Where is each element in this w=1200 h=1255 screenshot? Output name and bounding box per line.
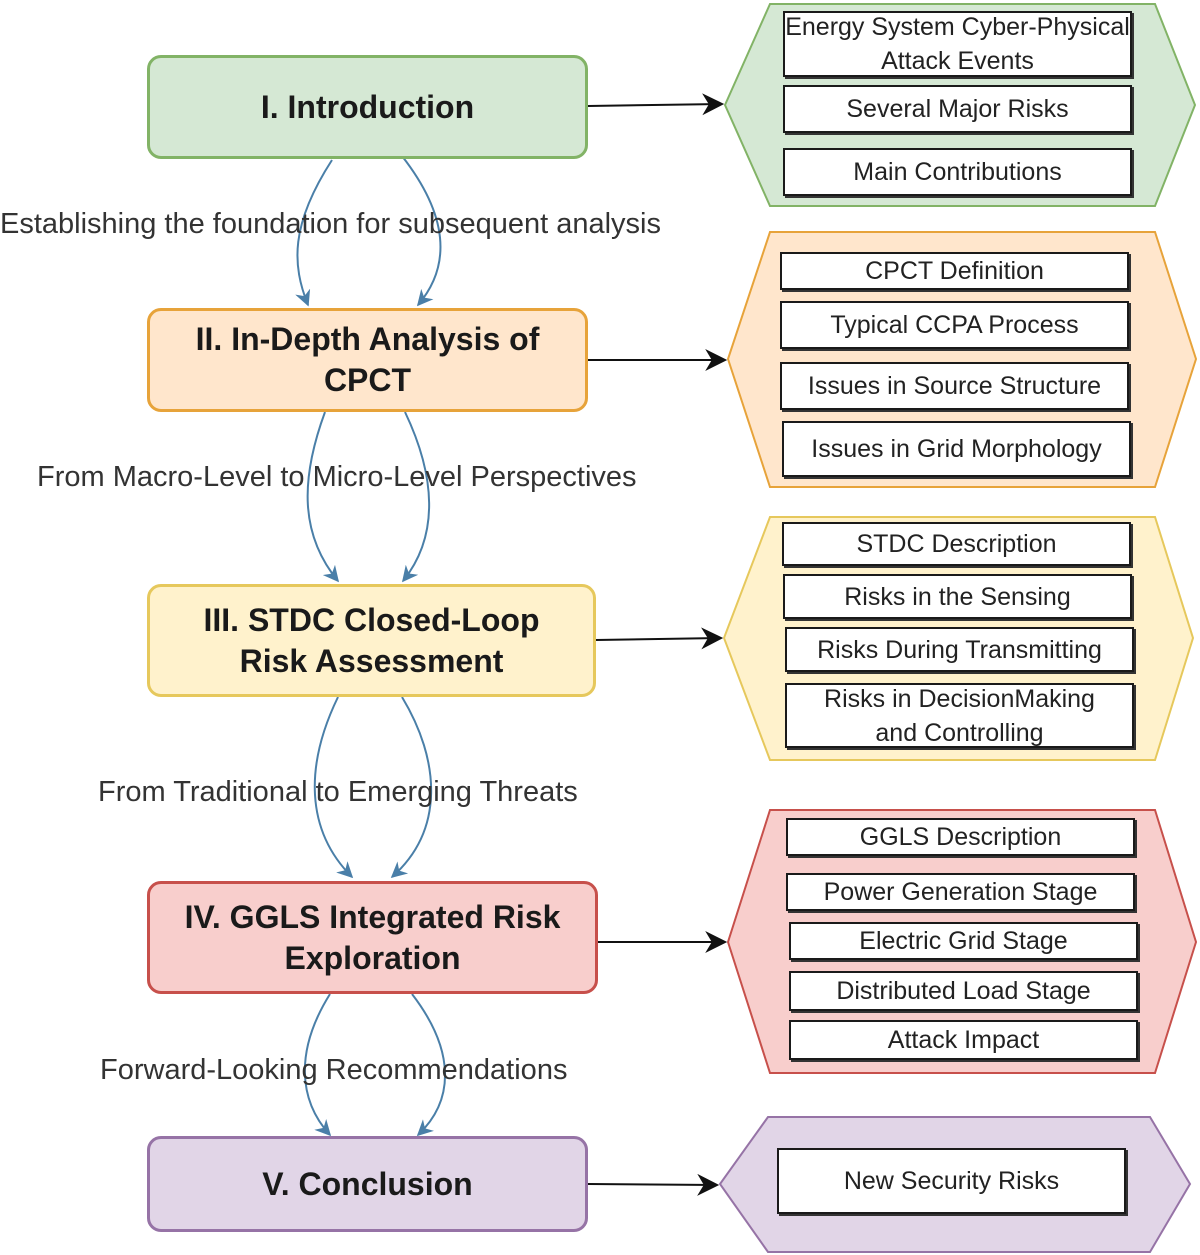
link-arrow-stdc — [595, 627, 724, 650]
flow-arrow-2-right — [401, 411, 431, 583]
topic-item: Risks in the Sensing — [783, 574, 1132, 619]
flow-arrow-3-right — [390, 696, 433, 879]
transition-label: Forward-Looking Recommendations — [100, 1054, 568, 1086]
topic-item: Risks During Transmitting — [785, 627, 1134, 672]
flow-arrow-1-left — [295, 159, 333, 307]
topic-item: STDC Description — [782, 522, 1131, 566]
section-conclusion: V. Conclusion — [147, 1136, 588, 1232]
transition-label: From Traditional to Emerging Threats — [98, 776, 578, 808]
topic-item: Main Contributions — [783, 148, 1132, 196]
section-stdc-assessment: III. STDC Closed-Loop Risk Assessment — [147, 584, 596, 697]
topic-item: CPCT Definition — [780, 252, 1129, 290]
topic-item: GGLS Description — [786, 818, 1135, 856]
topic-item: Attack Impact — [789, 1020, 1138, 1060]
topic-item: Typical CCPA Process — [780, 301, 1129, 349]
topic-item: Issues in Grid Morphology — [782, 421, 1131, 477]
topic-item: Energy System Cyber-Physical Attack Even… — [783, 11, 1132, 77]
transition-label: From Macro-Level to Micro-Level Perspect… — [37, 461, 637, 493]
topic-item: New Security Risks — [777, 1148, 1126, 1214]
topic-item: Risks in DecisionMaking and Controlling — [785, 683, 1134, 748]
section-ggls-exploration: IV. GGLS Integrated Risk Exploration — [147, 881, 598, 994]
section-introduction: I. Introduction — [147, 55, 588, 159]
link-arrow-conclusion — [587, 1173, 720, 1196]
flow-arrow-4-left — [303, 993, 332, 1137]
topic-item: Electric Grid Stage — [789, 922, 1138, 960]
topic-item: Distributed Load Stage — [789, 971, 1138, 1011]
transition-label: Establishing the foundation for subseque… — [0, 208, 661, 240]
topic-item: Several Major Risks — [783, 85, 1132, 133]
section-cpct-analysis: II. In-Depth Analysis of CPCT — [147, 308, 588, 412]
topic-item: Power Generation Stage — [786, 873, 1135, 911]
topic-item: Issues in Source Structure — [780, 362, 1129, 410]
link-arrow-intro — [587, 93, 725, 116]
flow-arrow-2-left — [306, 411, 340, 583]
flow-arrow-3-left — [313, 696, 354, 879]
flow-arrow-1-right — [401, 155, 442, 307]
flow-arrow-4-right — [411, 993, 446, 1137]
